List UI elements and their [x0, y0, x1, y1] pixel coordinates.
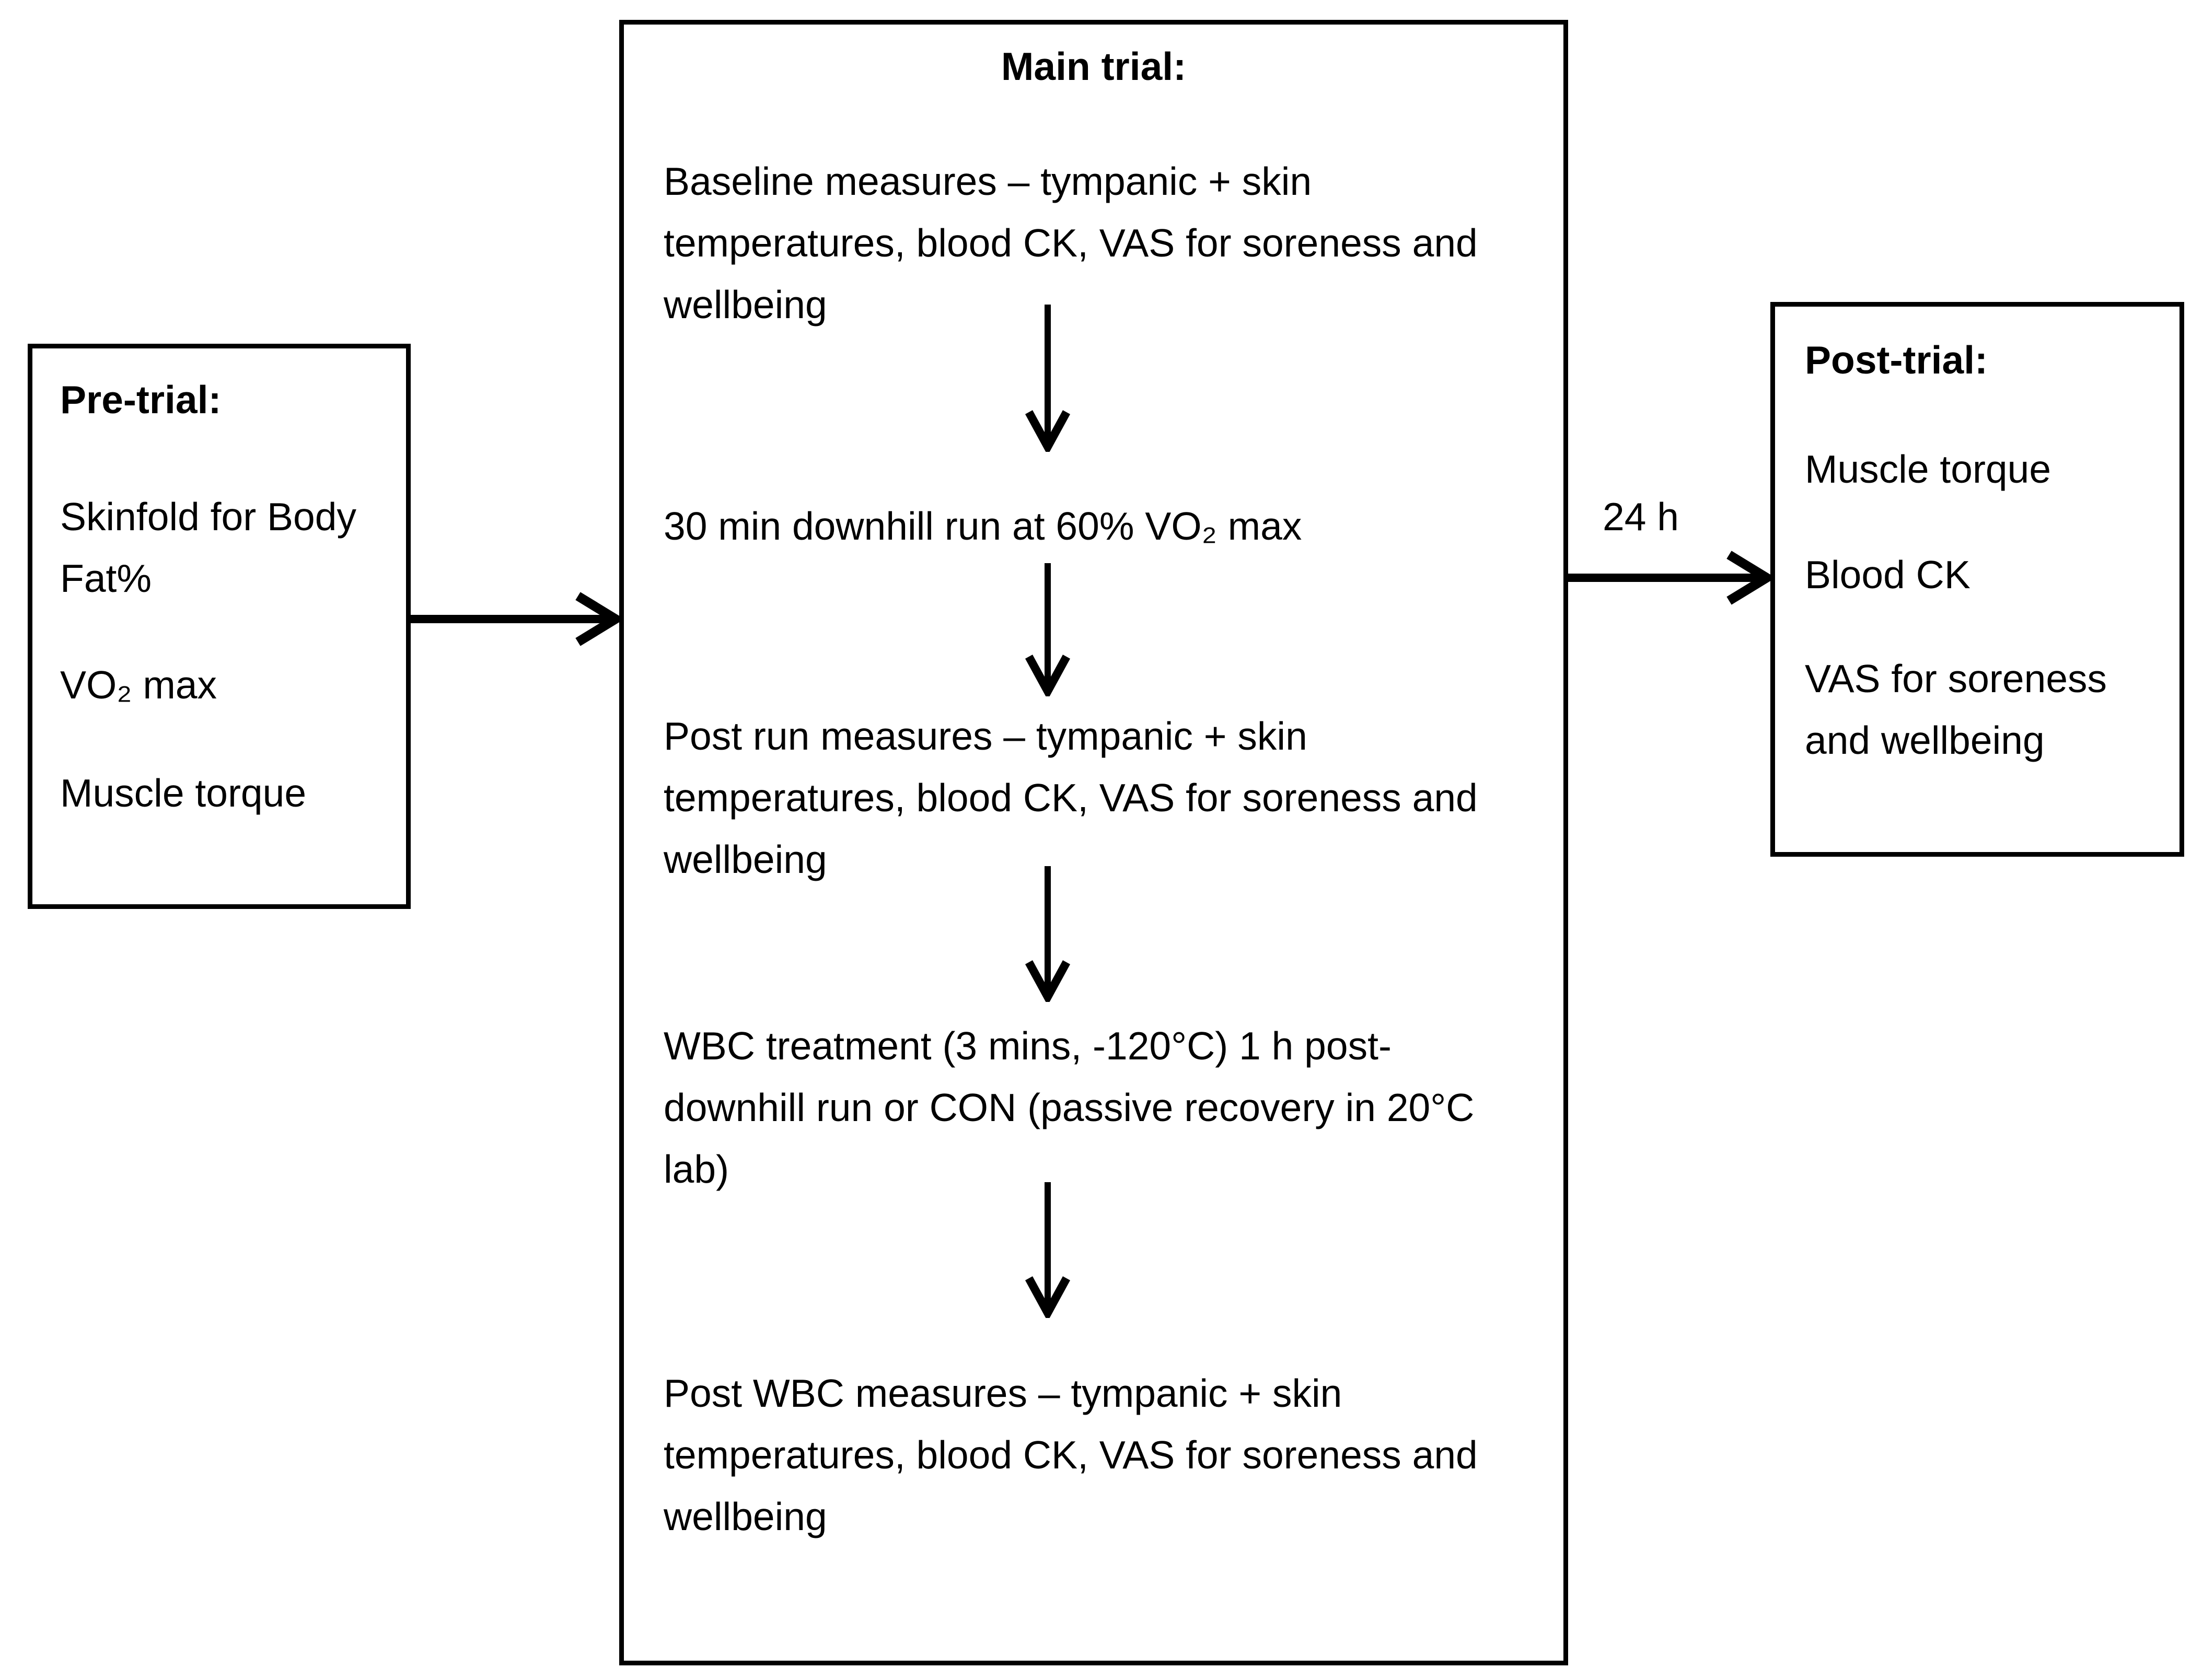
main-step-wbc-treatment: WBC treatment (3 mins, -120°C) 1 h post-…	[664, 1015, 1474, 1200]
text-line: Muscle torque	[60, 771, 307, 815]
text-line: Blood CK	[1805, 553, 1970, 597]
main-step-downhill-run: 30 min downhill run at 60% VO₂ max	[664, 495, 1302, 557]
down-arrow-icon	[1025, 563, 1071, 696]
post-trial-item-muscle-torque: Muscle torque	[1805, 438, 2051, 500]
text-line: VAS for soreness	[1805, 657, 2107, 701]
text-line: wellbeing	[664, 837, 827, 881]
main-step-post-run-measures: Post run measures – tympanic + skin temp…	[664, 705, 1478, 890]
post-trial-box: Post-trial: Muscle torque Blood CK VAS f…	[1770, 302, 2184, 857]
text-line: Muscle torque	[1805, 447, 2051, 491]
pre-trial-item-muscle-torque: Muscle torque	[60, 762, 306, 824]
post-trial-title: Post-trial:	[1805, 338, 1988, 382]
main-step-post-wbc-measures: Post WBC measures – tympanic + skin temp…	[664, 1362, 1478, 1547]
text-line: temperatures, blood CK, VAS for soreness…	[664, 221, 1478, 265]
post-trial-item-blood-ck: Blood CK	[1805, 544, 1970, 605]
text-line: Skinfold for Body	[60, 495, 356, 539]
text-line: 30 min downhill run at 60% VO₂ max	[664, 504, 1302, 548]
text-line: downhill run or CON (passive recovery in…	[664, 1086, 1475, 1129]
text-line: temperatures, blood CK, VAS for soreness…	[664, 1433, 1478, 1477]
main-trial-title: Main trial:	[1001, 44, 1187, 88]
duration-label-24h: 24 h	[1603, 495, 1679, 539]
down-arrow-icon	[1025, 305, 1071, 452]
post-trial-item-vas: VAS for soreness and wellbeing	[1805, 648, 2107, 771]
pre-trial-box: Pre-trial: Skinfold for Body Fat% VO₂ ma…	[28, 344, 411, 909]
pre-trial-title: Pre-trial:	[60, 378, 222, 422]
text-line: wellbeing	[664, 1495, 827, 1538]
text-line: lab)	[664, 1147, 729, 1191]
text-line: Fat%	[60, 556, 152, 600]
text-line: WBC treatment (3 mins, -120°C) 1 h post-	[664, 1024, 1392, 1068]
pre-to-main-arrow-icon	[411, 592, 620, 646]
main-step-baseline-measures: Baseline measures – tympanic + skin temp…	[664, 150, 1478, 335]
text-line: Post run measures – tympanic + skin	[664, 714, 1307, 758]
text-line: Baseline measures – tympanic + skin	[664, 159, 1312, 203]
text-line: Post WBC measures – tympanic + skin	[664, 1371, 1342, 1415]
pre-trial-item-skinfold: Skinfold for Body Fat%	[60, 486, 356, 609]
text-line: wellbeing	[664, 283, 827, 326]
main-trial-box: Main trial: Baseline measures – tympanic…	[619, 20, 1568, 1665]
text-line: VO₂ max	[60, 663, 217, 707]
text-line: and wellbeing	[1805, 718, 2045, 762]
down-arrow-icon	[1025, 866, 1071, 1002]
text-line: temperatures, blood CK, VAS for soreness…	[664, 776, 1478, 820]
pre-trial-item-vo2max: VO₂ max	[60, 654, 217, 716]
main-to-post-arrow-icon	[1568, 551, 1771, 605]
down-arrow-icon	[1025, 1182, 1071, 1318]
